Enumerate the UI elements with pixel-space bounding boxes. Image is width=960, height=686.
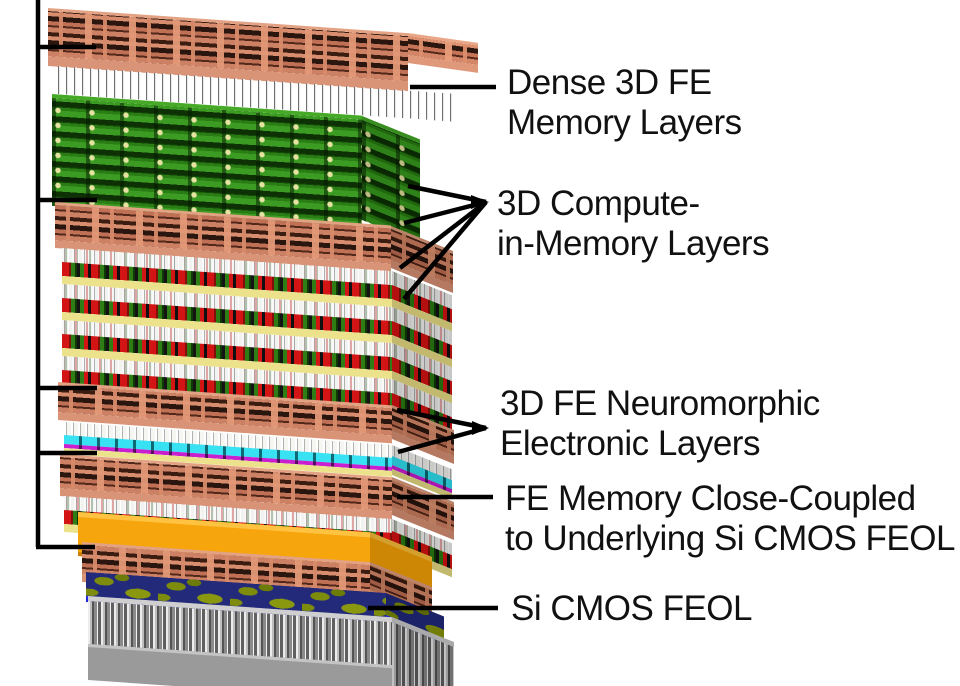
label-line: Dense 3D FE xyxy=(507,63,712,102)
label-line: in-Memory Layers xyxy=(497,224,770,263)
label-line: Memory Layers xyxy=(507,103,742,142)
label-line: 3D FE Neuromorphic xyxy=(500,384,820,423)
cim-arrowhead xyxy=(471,195,489,209)
neuro-arrowhead xyxy=(472,421,489,435)
label-line: to Underlying Si CMOS FEOL xyxy=(505,519,955,558)
label-line: Electronic Layers xyxy=(500,424,760,463)
label-fe-memory-close-coupled: FE Memory Close-Coupled to Underlying Si… xyxy=(505,479,955,559)
label-dense-3d-fe-memory: Dense 3D FE Memory Layers xyxy=(507,63,742,143)
layer-copper-plate-top-side xyxy=(408,33,478,73)
label-line: Si CMOS FEOL xyxy=(511,589,752,628)
label-line: FE Memory Close-Coupled xyxy=(505,479,916,518)
label-compute-in-memory: 3D Compute- in-Memory Layers xyxy=(497,184,770,264)
label-fe-neuromorphic: 3D FE Neuromorphic Electronic Layers xyxy=(500,384,820,464)
label-si-cmos-feol: Si CMOS FEOL xyxy=(511,589,752,629)
label-line: 3D Compute- xyxy=(497,184,700,223)
